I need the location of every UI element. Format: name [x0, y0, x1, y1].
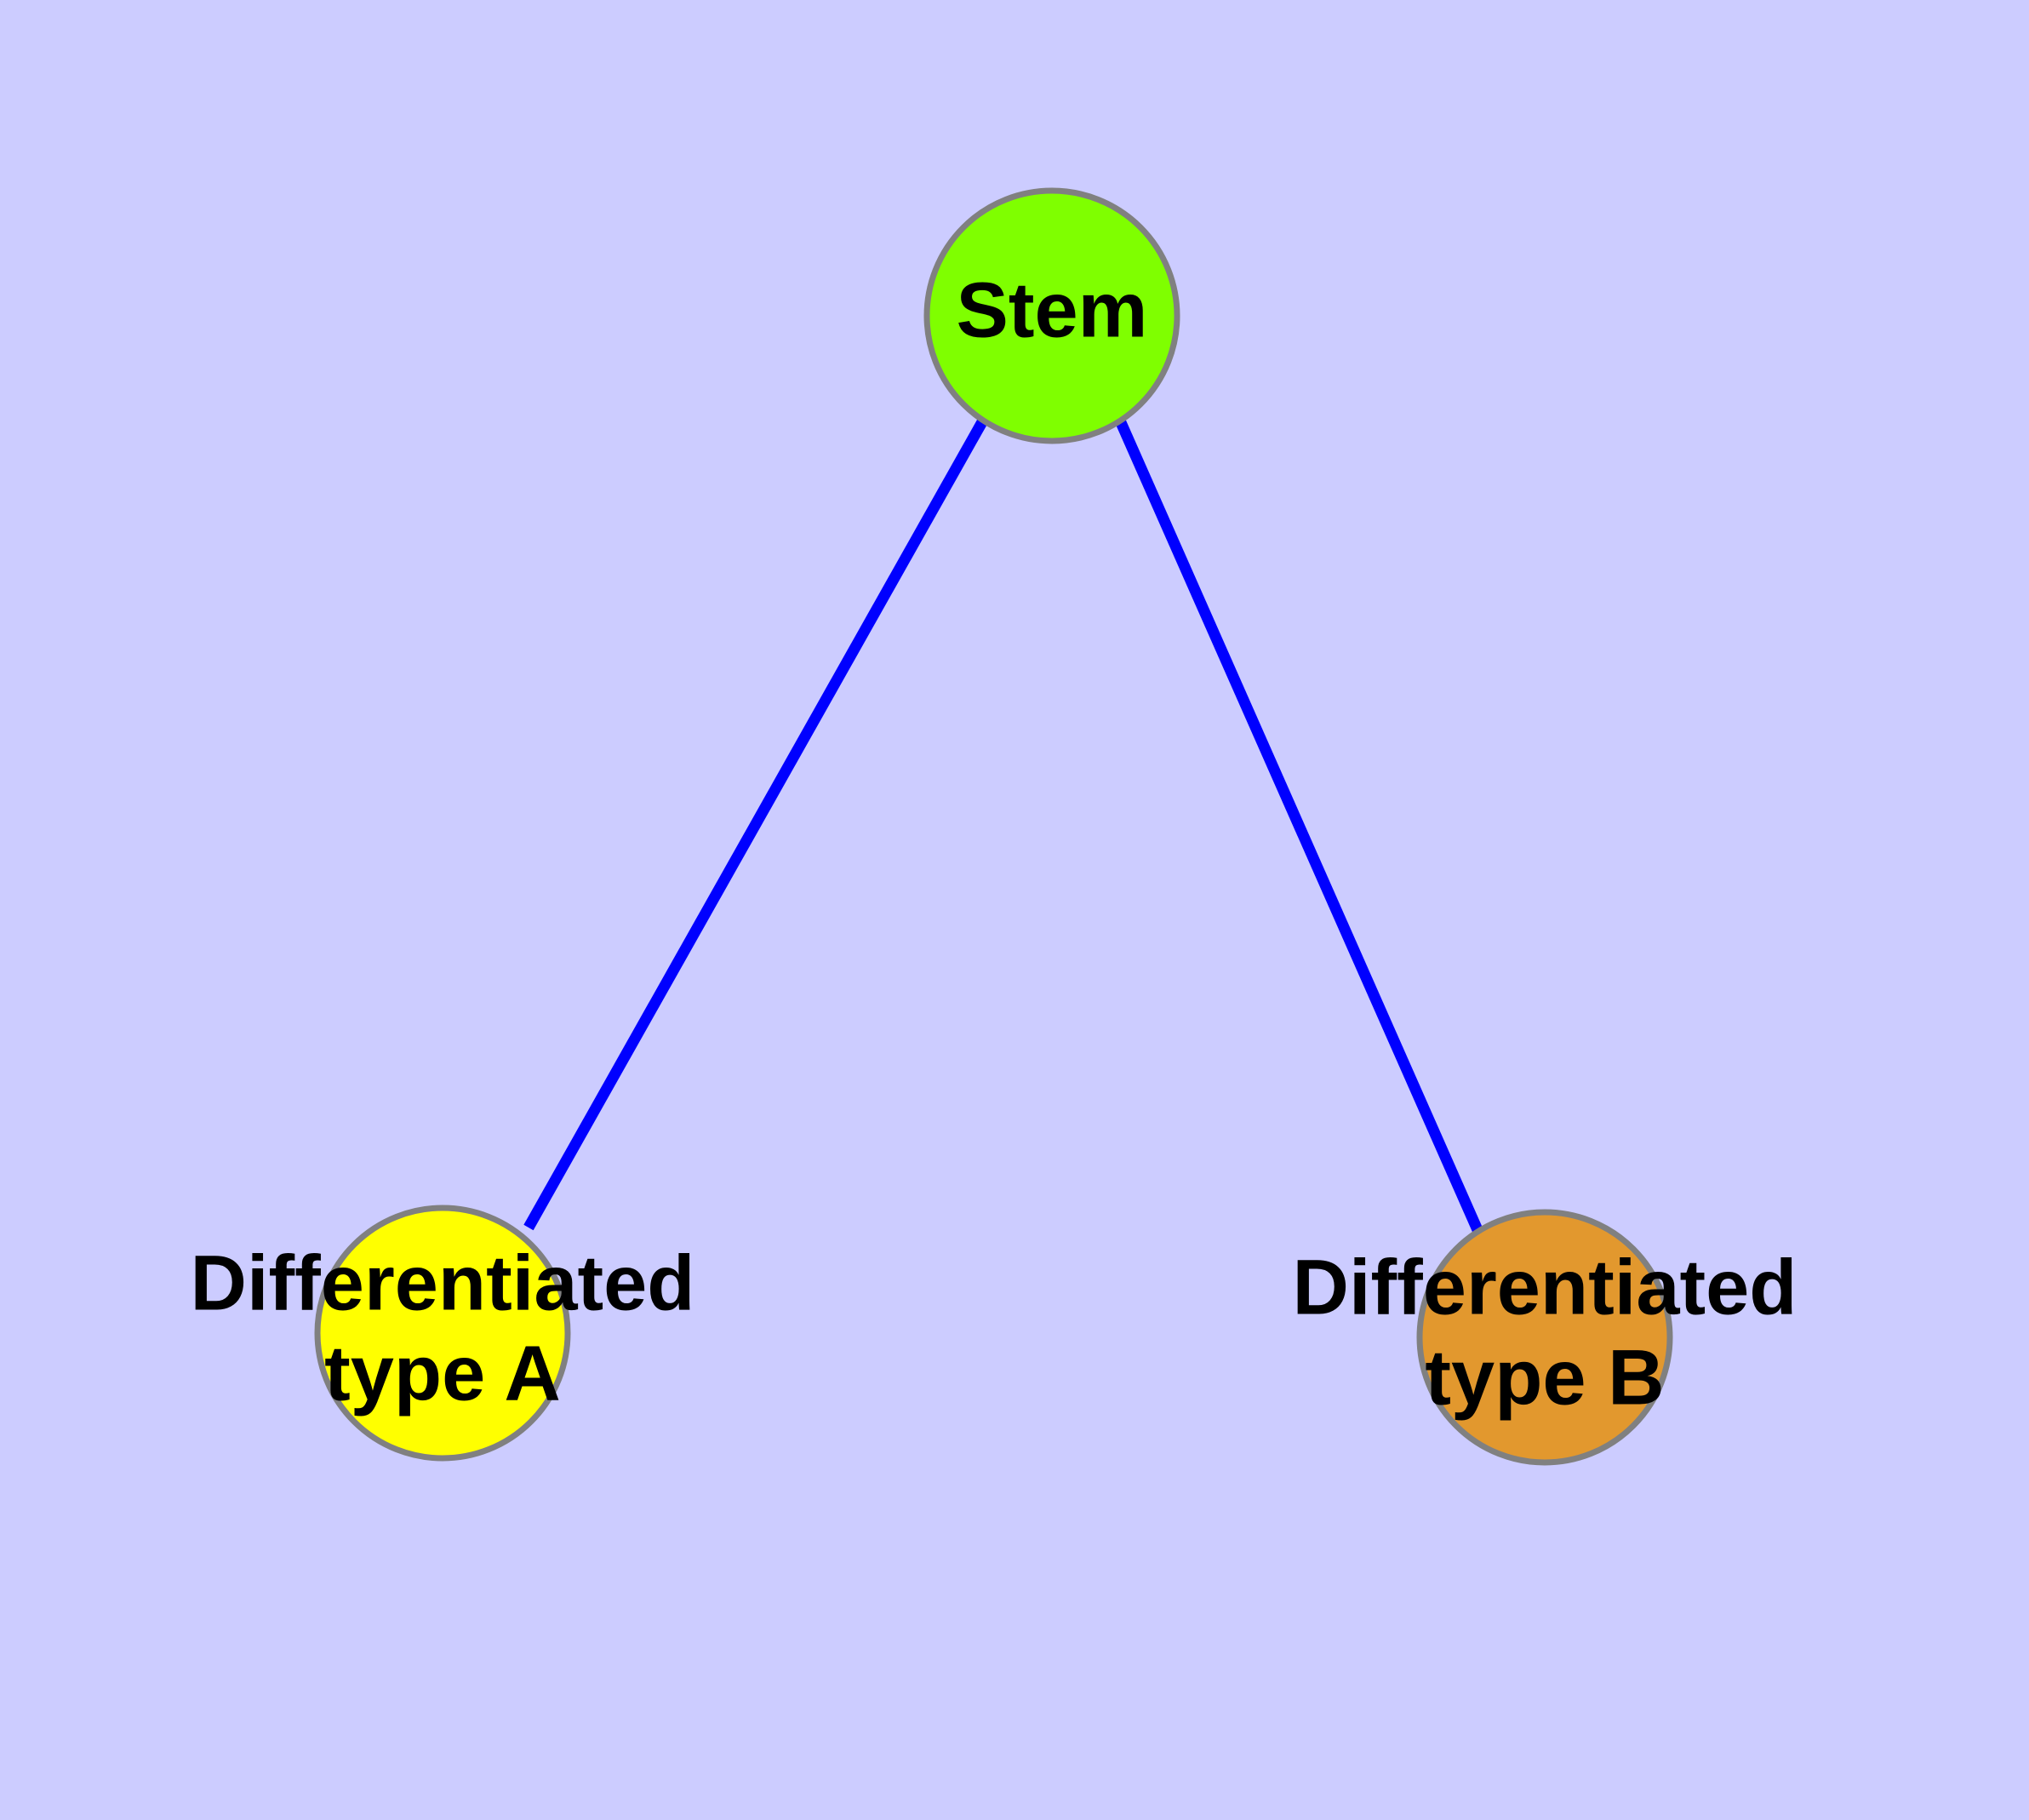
edge-layer [523, 417, 1483, 1234]
node-differentiated-type-b-label-line1: Differentiated [1293, 1244, 1798, 1331]
node-stem[interactable] [923, 187, 1180, 444]
node-differentiated-type-b[interactable] [1416, 1209, 1673, 1466]
node-differentiated-type-a-circle[interactable] [314, 1205, 571, 1462]
node-stem-label: Stem [957, 266, 1148, 353]
edge-stem-to-differentiated-type-a[interactable] [523, 417, 988, 1231]
node-differentiated-type-b-circle[interactable] [1416, 1209, 1673, 1466]
node-differentiated-type-a-label-line2: type A [324, 1330, 561, 1417]
label-layer: Stem Differentiated type A Differentiate… [191, 266, 1798, 1421]
node-differentiated-type-b-label-line2: type B [1425, 1334, 1664, 1421]
node-differentiated-type-a-label-line1: Differentiated [191, 1239, 695, 1326]
node-differentiated-type-a[interactable] [314, 1205, 571, 1462]
node-layer [314, 187, 1673, 1466]
node-stem-circle[interactable] [923, 187, 1180, 444]
edge-stem-to-differentiated-type-b[interactable] [1115, 418, 1483, 1234]
